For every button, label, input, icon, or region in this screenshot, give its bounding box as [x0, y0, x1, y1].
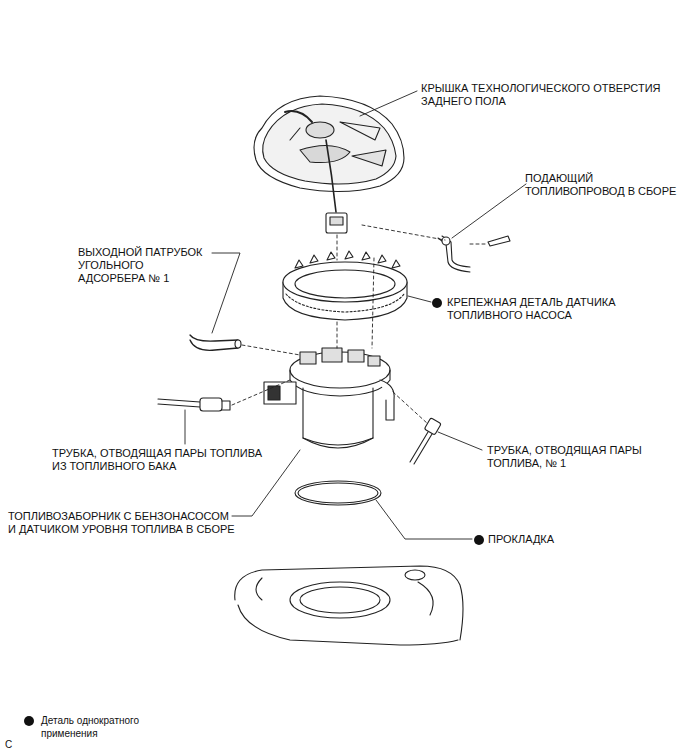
- figure-code: C: [5, 738, 25, 751]
- part-label: ПОДАЮЩИЙ ТОПЛИВОПРОВОД В СБОРЕ: [525, 172, 683, 198]
- part-label: КРЕПЕЖНАЯ ДЕТАЛЬ ДАТЧИКА ТОПЛИВНОГО НАСО…: [447, 296, 632, 322]
- part-label: КРЫШКА ТЕХНОЛОГИЧЕСКОГО ОТВЕРСТИЯ ЗАДНЕГ…: [421, 82, 673, 108]
- single-use-dot: [474, 535, 484, 545]
- single-use-dot: [432, 298, 442, 308]
- legend-dot: [24, 716, 34, 726]
- part-label: ВЫХОДНОЙ ПАТРУБОК УГОЛЬНОГО АДСОРБЕРА № …: [78, 246, 212, 285]
- part-label: ТОПЛИВОЗАБОРНИК С БЕНЗОНАСОСОМ И ДАТЧИКО…: [8, 510, 238, 536]
- part-label: ТРУБКА, ОТВОДЯЩАЯ ПАРЫ ТОПЛИВА, № 1: [487, 444, 665, 470]
- part-label: ТРУБКА, ОТВОДЯЩАЯ ПАРЫ ТОПЛИВА ИЗ ТОПЛИВ…: [52, 447, 274, 473]
- part-label: ПРОКЛАДКА: [488, 533, 608, 546]
- legend-text: Деталь однократного применения: [41, 714, 163, 740]
